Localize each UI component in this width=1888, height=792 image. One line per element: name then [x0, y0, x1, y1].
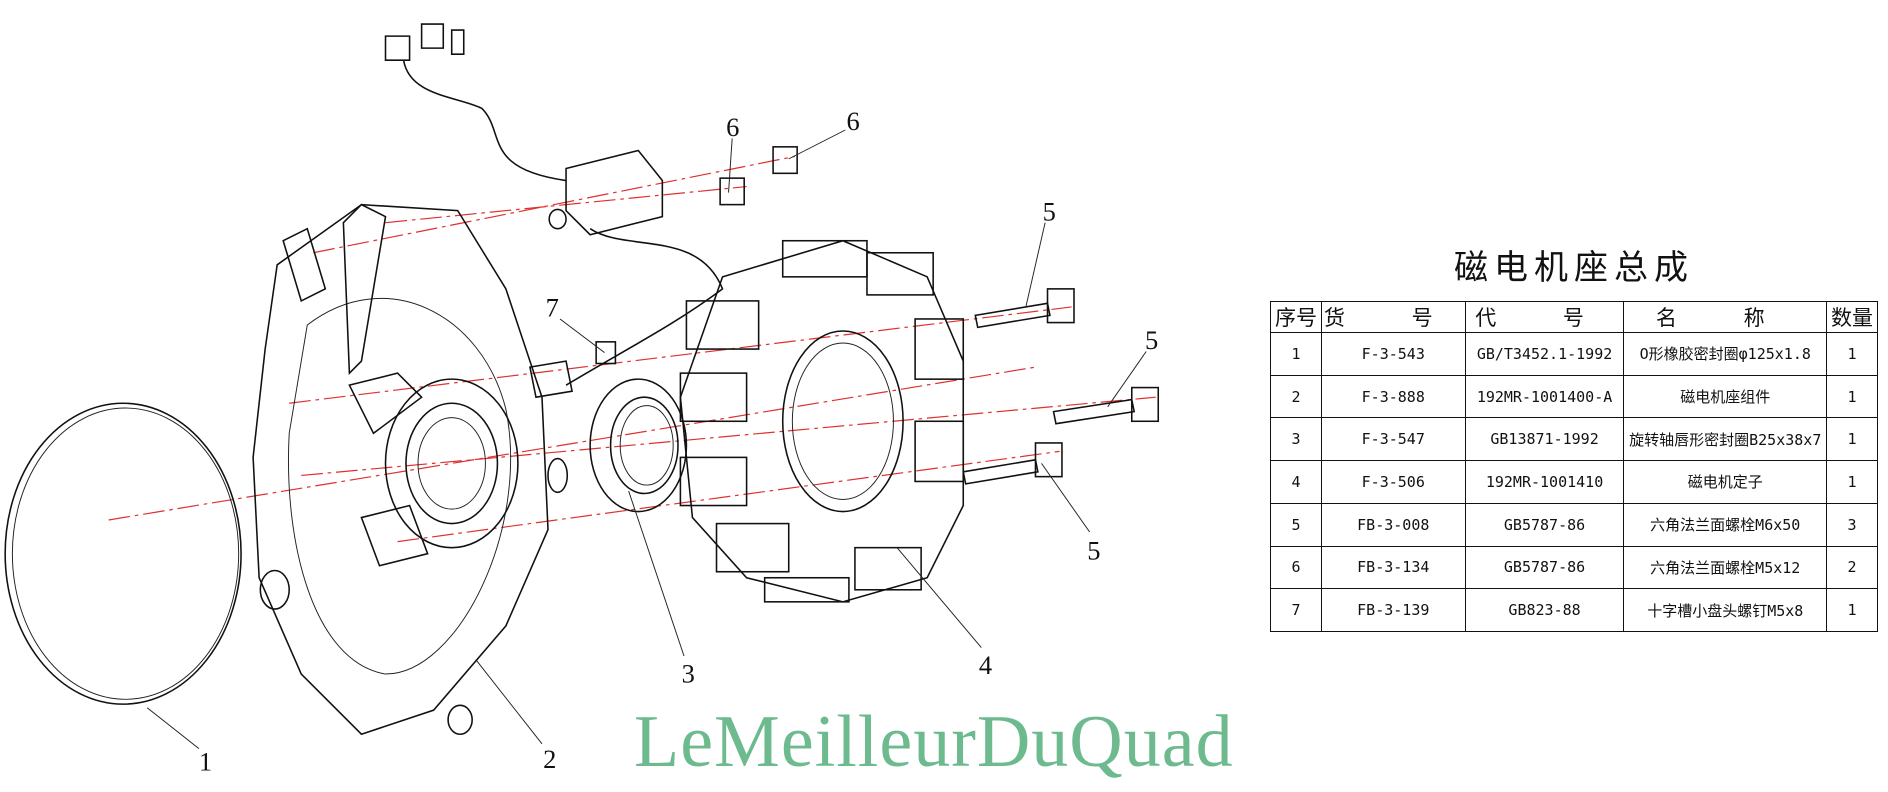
cell-index: 1	[1270, 332, 1322, 376]
cell-index: 6	[1270, 545, 1322, 590]
callout-5b: 5	[1145, 325, 1158, 355]
watermark: LeMeilleurDuQuad	[634, 701, 1234, 783]
cell-qty: 1	[1826, 332, 1878, 376]
bolts	[595, 146, 1160, 485]
cell-item-no: F-3-547	[1320, 417, 1466, 462]
callout-6b: 6	[847, 106, 860, 136]
header-index: 序号	[1270, 301, 1322, 333]
cell-index: 4	[1270, 460, 1322, 504]
cell-code: GB13871-1992	[1464, 417, 1625, 462]
cell-qty: 1	[1826, 588, 1878, 632]
cell-qty: 1	[1826, 460, 1878, 504]
cell-item-no: FB-3-134	[1320, 545, 1466, 590]
header-item-no: 货 号	[1320, 301, 1466, 333]
cell-qty: 1	[1826, 374, 1878, 419]
table-header-row: 序号 货 号 代 号 名 称 数量	[1270, 301, 1878, 333]
cell-code: GB5787-86	[1464, 545, 1625, 590]
magneto-housing-part-2	[252, 203, 569, 736]
cell-name: 磁电机座组件	[1623, 374, 1828, 419]
cell-name: O形橡胶密封圈φ125x1.8	[1623, 332, 1828, 376]
cell-qty: 1	[1826, 417, 1878, 462]
callout-6a: 6	[726, 112, 739, 142]
cell-index: 7	[1270, 588, 1322, 632]
cell-code: GB823-88	[1464, 588, 1625, 632]
leader-lines	[146, 129, 1147, 750]
cell-item-no: FB-3-139	[1320, 588, 1466, 632]
o-ring-part-1	[4, 402, 242, 705]
cell-code: GB/T3452.1-1992	[1464, 332, 1625, 376]
header-name: 名 称	[1623, 301, 1828, 333]
cell-name: 旋转轴唇形密封圈B25x38x7	[1623, 417, 1828, 462]
cell-name: 十字槽小盘头螺钉M5x8	[1623, 588, 1828, 632]
callout-5a: 5	[1043, 196, 1056, 226]
header-code: 代 号	[1464, 301, 1625, 333]
stator-part-4	[679, 239, 965, 603]
cell-item-no: FB-3-008	[1320, 502, 1466, 547]
cell-qty: 2	[1826, 545, 1878, 590]
cell-code: 192MR-1001400-A	[1464, 374, 1625, 419]
parts-table-title: 磁电机座总成	[1454, 248, 1694, 288]
header-qty: 数量	[1826, 301, 1878, 333]
callout-5c: 5	[1087, 536, 1100, 566]
cell-qty: 3	[1826, 502, 1878, 547]
cell-code: GB5787-86	[1464, 502, 1625, 547]
cell-name: 六角法兰面螺栓M5x12	[1623, 545, 1828, 590]
cell-name: 六角法兰面螺栓M6x50	[1623, 502, 1828, 547]
axis-lines	[108, 155, 1156, 543]
callout-1: 1	[199, 746, 212, 776]
wire-harness	[384, 23, 724, 399]
cell-item-no: F-3-543	[1320, 332, 1466, 376]
cell-item-no: F-3-888	[1320, 374, 1466, 419]
oil-seal-part-3	[589, 378, 688, 513]
cell-code: 192MR-1001410	[1464, 460, 1625, 504]
cell-name: 磁电机定子	[1623, 460, 1828, 504]
callout-2: 2	[543, 744, 556, 774]
cell-index: 3	[1270, 417, 1322, 462]
cell-index: 2	[1270, 374, 1322, 419]
callout-3: 3	[682, 658, 695, 688]
callout-4: 4	[979, 650, 992, 680]
cell-item-no: F-3-506	[1320, 460, 1466, 504]
cell-index: 5	[1270, 502, 1322, 547]
callout-7: 7	[546, 293, 559, 323]
